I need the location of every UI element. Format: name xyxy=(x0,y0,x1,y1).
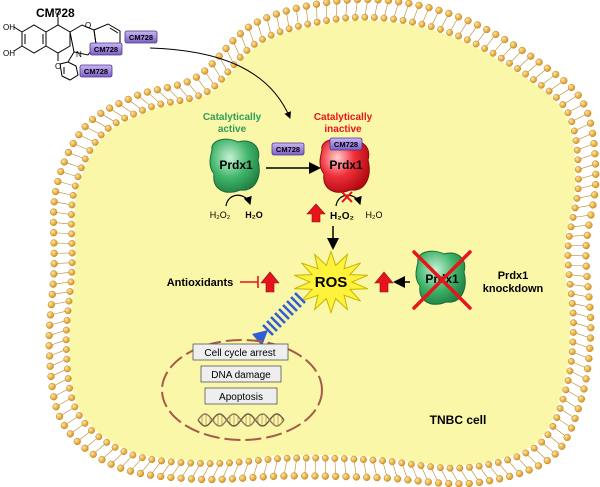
arrow-cm728-tag-label: CM728 xyxy=(276,145,300,154)
cm728-tag-1: CM728 xyxy=(124,30,158,44)
oh-label-top: OH xyxy=(3,23,15,32)
ros-increase-arrow-right xyxy=(374,271,394,293)
cm728-tag-1-label: CM728 xyxy=(129,33,153,42)
inactive-caption-line2: inactive xyxy=(324,124,362,135)
cm728-tag-3-label: CM728 xyxy=(84,67,108,76)
ros-to-nucleus-arrow xyxy=(252,292,306,346)
membrane-outer-leaflet xyxy=(45,0,600,487)
bound-cm728-tag: CM728 xyxy=(329,137,363,151)
ring-nitrogen-label: N xyxy=(76,50,82,59)
cm728-structure xyxy=(13,17,121,81)
ketone-label-bottom: O xyxy=(55,62,61,71)
inactive-caption-line1: Catalytically xyxy=(314,112,373,123)
cm728-tag-3: CM728 xyxy=(79,64,113,78)
cm728-tag-2: CM728 xyxy=(89,42,123,56)
ros-increase-arrow-left xyxy=(260,271,280,293)
cm728-tag-2-label: CM728 xyxy=(94,45,118,54)
cm728-title: CM728 xyxy=(36,6,75,20)
ros-label: ROS xyxy=(315,274,348,291)
inactive-reaction-arc xyxy=(335,194,362,207)
ring-oxygen-label: O xyxy=(85,21,91,30)
h2o2-increase-arrow xyxy=(306,203,326,223)
outcome-cell-cycle-arrest-label: Cell cycle arrest xyxy=(204,348,275,359)
drug-entry-arrow xyxy=(149,47,291,119)
knockdown-text-line2: knockdown xyxy=(483,283,544,295)
ketone-label-top: O xyxy=(55,8,61,17)
membrane-lipid-tails xyxy=(51,2,593,482)
inactive-h2o2: H₂O₂ xyxy=(330,211,354,222)
ros-burst xyxy=(293,249,369,315)
prdx1-active-protein xyxy=(209,138,260,193)
prdx1-inactive-label: Prdx1 xyxy=(329,158,363,172)
active-h2o: H₂O xyxy=(245,210,263,220)
knockdown-text-line1: Prdx1 xyxy=(498,270,529,282)
prdx1-active-label: Prdx1 xyxy=(219,158,253,172)
active-caption-line2: active xyxy=(218,124,247,135)
outcome-apoptosis: Apoptosis xyxy=(204,387,278,405)
outcome-apoptosis-label: Apoptosis xyxy=(219,392,263,403)
outcome-dna-damage-label: DNA damage xyxy=(211,370,271,381)
oh-label-bottom: OH xyxy=(3,49,15,58)
inactive-h2o: H₂O xyxy=(366,210,383,220)
nucleus-envelope xyxy=(161,339,323,441)
active-reaction-arc xyxy=(225,194,252,207)
active-h2o2: H₂O₂ xyxy=(210,210,231,220)
blocked-reaction-cross xyxy=(341,191,353,203)
antioxidant-inhibition xyxy=(240,276,259,288)
tnbc-cell-label: TNBC cell xyxy=(430,413,487,427)
cytoplasm xyxy=(68,20,576,466)
antioxidants-label: Antioxidants xyxy=(167,277,234,289)
active-caption-line1: Catalytically xyxy=(203,112,262,123)
dna-helix xyxy=(197,413,285,427)
membrane-inner-leaflet xyxy=(62,13,582,472)
knockdown-cross xyxy=(412,250,472,310)
arrow-cm728-tag: CM728 xyxy=(271,142,305,156)
outcome-dna-damage: DNA damage xyxy=(200,365,282,383)
outcome-cell-cycle-arrest: Cell cycle arrest xyxy=(192,343,289,361)
bound-cm728-tag-label: CM728 xyxy=(334,140,358,149)
